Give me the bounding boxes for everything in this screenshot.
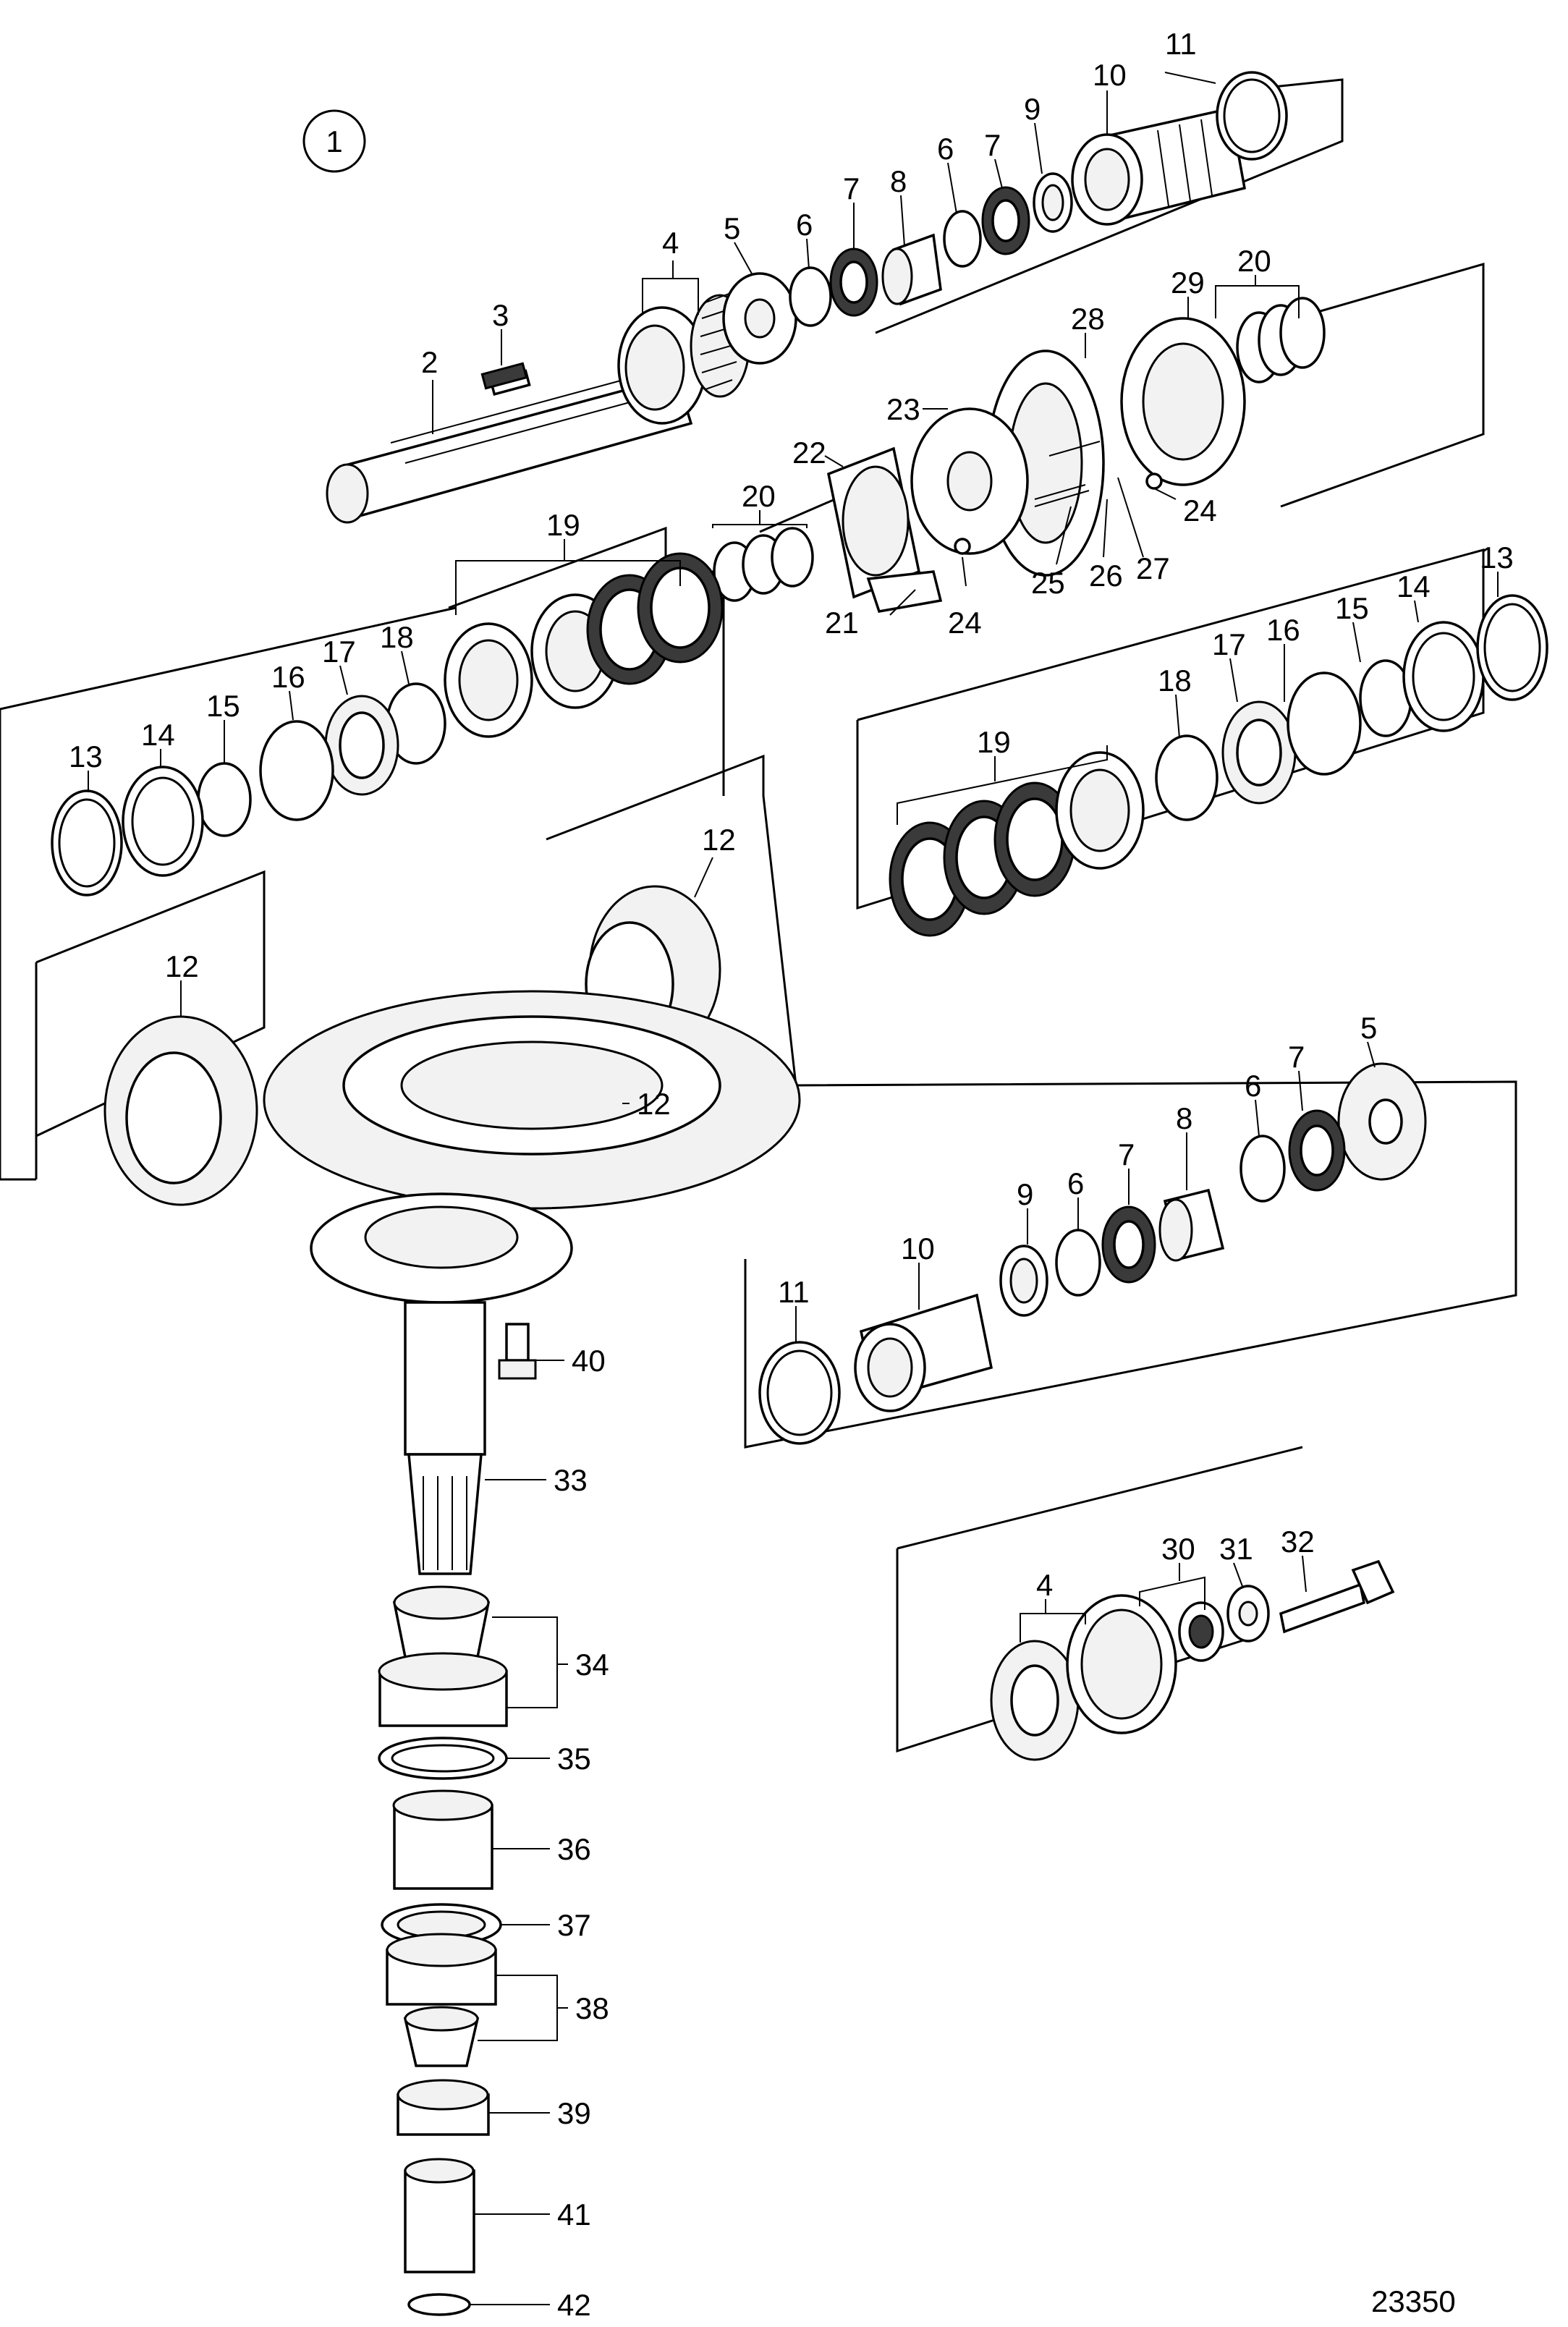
callout-3: 3 xyxy=(492,298,509,332)
callout-18: 18 xyxy=(380,620,414,654)
callout-11: 11 xyxy=(1165,27,1197,61)
callout-18: 18 xyxy=(1158,664,1192,698)
callout-29: 29 xyxy=(1171,266,1205,300)
callout-25: 25 xyxy=(1031,566,1065,600)
callout-36: 36 xyxy=(557,1832,591,1866)
callout-32: 32 xyxy=(1281,1525,1315,1559)
callout-12: 12 xyxy=(702,823,736,857)
callout-26: 26 xyxy=(1089,559,1123,593)
output-shaft-assembly xyxy=(758,1062,1427,1445)
callout-5: 5 xyxy=(724,211,740,245)
drawing-number: 23350 xyxy=(1371,2284,1456,2318)
callout-8: 8 xyxy=(890,164,907,198)
callout-35: 35 xyxy=(557,1742,591,1776)
vertical-stack xyxy=(378,1323,537,2316)
callout-41: 41 xyxy=(557,2197,591,2231)
callout-10: 10 xyxy=(1093,58,1127,92)
callout-37: 37 xyxy=(557,1908,591,1942)
input-shaft-assembly xyxy=(326,71,1288,524)
callout-13: 13 xyxy=(69,739,103,773)
callout-38: 38 xyxy=(575,1991,609,2025)
callout-12: 12 xyxy=(165,949,199,983)
callout-31: 31 xyxy=(1219,1532,1253,1566)
callout-21: 21 xyxy=(825,606,859,640)
callout-7: 7 xyxy=(1288,1040,1305,1074)
callout-labels: 11 10 9 7 6 8 7 6 5 4 3 2 20 29 28 23 22… xyxy=(69,27,1514,2322)
callout-19: 19 xyxy=(977,725,1011,759)
callout-42: 42 xyxy=(557,2288,591,2322)
callout-8: 8 xyxy=(1176,1101,1192,1135)
callout-6: 6 xyxy=(1245,1069,1261,1103)
clutch-pack-right xyxy=(889,594,1548,937)
callout-15: 15 xyxy=(206,689,240,723)
callout-17: 17 xyxy=(322,635,356,669)
callout-12: 12 xyxy=(637,1087,671,1121)
callout-2: 2 xyxy=(421,345,438,379)
callout-7: 7 xyxy=(1118,1137,1135,1171)
leader-lines xyxy=(88,72,1499,2305)
callout-16: 16 xyxy=(271,660,305,694)
callout-11: 11 xyxy=(778,1275,810,1309)
callout-22: 22 xyxy=(792,436,826,470)
clutch-mechanism xyxy=(713,297,1326,613)
callout-14: 14 xyxy=(141,718,175,752)
callout-27: 27 xyxy=(1136,551,1170,585)
callout-39: 39 xyxy=(557,2096,591,2130)
view-number-badge: 1 xyxy=(302,109,366,173)
key-part xyxy=(480,362,528,390)
callout-19: 19 xyxy=(546,508,580,542)
callout-6: 6 xyxy=(1067,1166,1084,1200)
callout-40: 40 xyxy=(572,1344,606,1378)
callout-9: 9 xyxy=(1024,92,1041,126)
callout-5: 5 xyxy=(1360,1011,1377,1045)
callout-20: 20 xyxy=(1237,244,1271,278)
callout-14: 14 xyxy=(1397,569,1431,603)
callout-20: 20 xyxy=(742,479,776,513)
callout-6: 6 xyxy=(796,208,813,242)
callout-28: 28 xyxy=(1071,302,1105,336)
clutch-pack-left xyxy=(51,552,724,897)
callout-24: 24 xyxy=(948,606,982,640)
callout-6: 6 xyxy=(937,132,954,166)
callout-23: 23 xyxy=(886,392,920,426)
callout-9: 9 xyxy=(1017,1177,1033,1211)
callout-34: 34 xyxy=(575,1648,609,1682)
bevel-gears xyxy=(103,885,801,1575)
callout-13: 13 xyxy=(1480,541,1514,575)
callout-10: 10 xyxy=(901,1232,935,1266)
callout-17: 17 xyxy=(1212,627,1246,661)
callout-24: 24 xyxy=(1183,493,1217,527)
small-pinion-assembly xyxy=(990,1559,1395,1761)
callout-4: 4 xyxy=(1036,1568,1053,1602)
callout-7: 7 xyxy=(984,128,1001,162)
callout-15: 15 xyxy=(1335,591,1369,625)
group-outlines xyxy=(0,78,1517,1753)
callout-33: 33 xyxy=(554,1463,588,1497)
view-number: 1 xyxy=(326,124,342,158)
callout-30: 30 xyxy=(1161,1532,1195,1566)
callout-16: 16 xyxy=(1266,613,1300,647)
callout-7: 7 xyxy=(843,171,860,205)
callout-4: 4 xyxy=(662,226,679,260)
